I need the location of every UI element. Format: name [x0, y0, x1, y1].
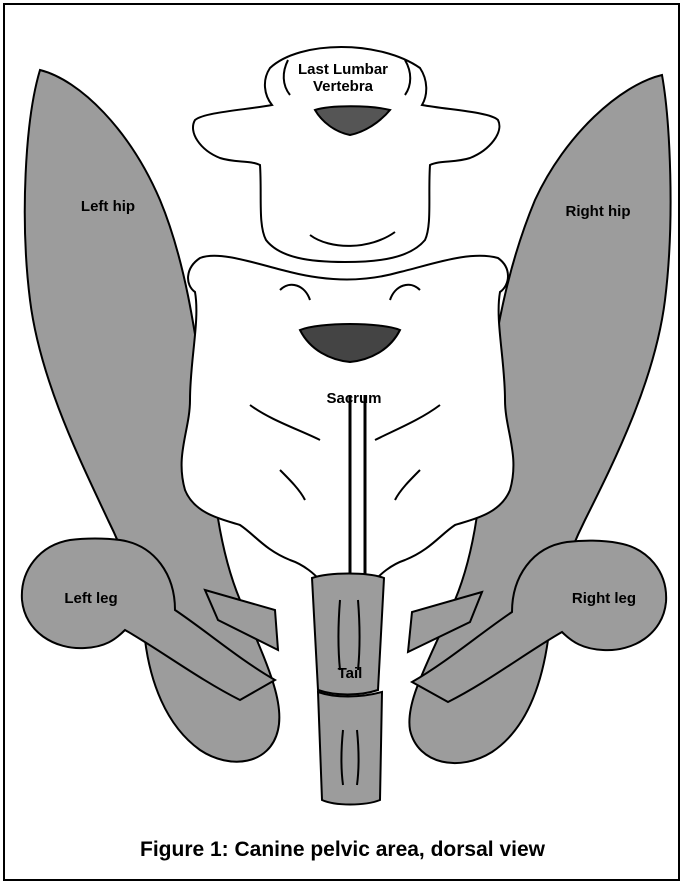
sacrum-bone: [182, 256, 514, 580]
tail-vertebra-2: [318, 692, 382, 805]
label-right-hip: Right hip: [566, 203, 631, 220]
label-left-leg: Left leg: [64, 590, 117, 607]
label-tail: Tail: [338, 665, 363, 682]
figure-caption: Figure 1: Canine pelvic area, dorsal vie…: [0, 838, 685, 862]
label-right-leg: Right leg: [572, 590, 636, 607]
label-sacrum: Sacrum: [326, 390, 381, 407]
pelvis-diagram: Last Lumbar Vertebra Left hip Right hip …: [0, 0, 685, 830]
label-vertebra-line1: Last Lumbar: [298, 61, 388, 78]
label-vertebra-line2: Vertebra: [313, 78, 374, 95]
label-left-hip: Left hip: [81, 198, 135, 215]
